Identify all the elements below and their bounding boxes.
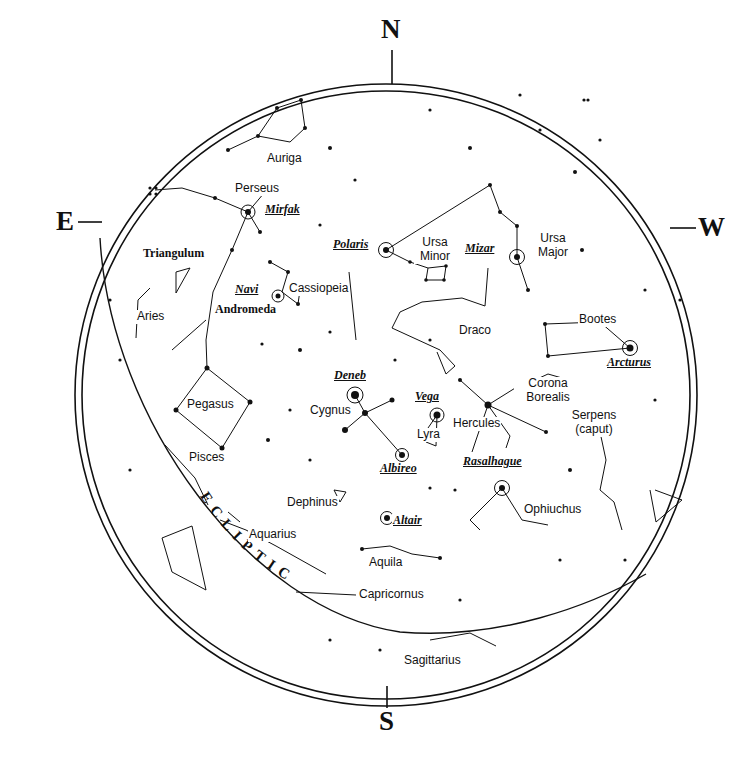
star-name: Rasalhague [462, 455, 523, 469]
ecliptic-line [100, 238, 646, 633]
star-name: Mizar [464, 242, 495, 256]
constellation-name: Andromeda [214, 303, 277, 317]
star-name: Altair [392, 514, 423, 528]
ecliptic-label: ECLIPTIC [197, 489, 298, 586]
star-name: Polaris [332, 238, 369, 252]
star-name: Vega [414, 390, 440, 404]
compass-letter: E [55, 206, 75, 237]
horizon-inner [82, 91, 690, 699]
constellation-name: Aquarius [248, 528, 297, 542]
constellation-name: Lyra [416, 428, 441, 442]
constellation-name: Perseus [234, 182, 280, 196]
constellation-name: Bootes [578, 313, 617, 327]
constellation-name: Dephinus [286, 496, 339, 510]
compass-letter: S [378, 706, 395, 737]
east-tick [78, 221, 102, 223]
star-name: Albireo [379, 462, 418, 476]
star-name: Arcturus [606, 356, 652, 370]
constellation-name: Ophiuchus [523, 503, 582, 517]
constellation-name: Ursa Major [532, 232, 574, 260]
north-tick [391, 50, 393, 84]
horizon-outer [75, 84, 697, 706]
south-tick [386, 686, 388, 708]
constellation-name: Sagittarius [403, 654, 462, 668]
star-name: Mirfak [264, 203, 301, 217]
constellation-name: Draco [458, 324, 492, 338]
constellation-name: Serpens (caput) [564, 409, 624, 437]
constellation-lines [136, 100, 682, 646]
constellation-name: Pisces [188, 451, 225, 465]
constellation-name: Hercules [452, 417, 501, 431]
constellation-name: Cygnus [309, 404, 352, 418]
compass-letter: W [697, 212, 726, 243]
constellation-name: Triangulum [142, 247, 205, 261]
stars [108, 93, 681, 651]
constellation-name: Ursa Minor [414, 236, 456, 264]
constellation-name: Cassiopeia [288, 282, 349, 296]
constellation-name: Capricornus [358, 588, 425, 602]
star-name: Navi [234, 283, 259, 297]
star-name: Deneb [333, 369, 367, 383]
constellation-name: Aries [136, 310, 165, 324]
constellation-name: Aquila [368, 556, 403, 570]
constellation-name: Pegasus [186, 398, 235, 412]
named-stars [241, 205, 638, 525]
west-tick [670, 227, 696, 229]
constellation-name: Auriga [266, 152, 303, 166]
constellation-name: Corona Borealis [514, 377, 582, 405]
compass-letter: N [380, 14, 402, 45]
